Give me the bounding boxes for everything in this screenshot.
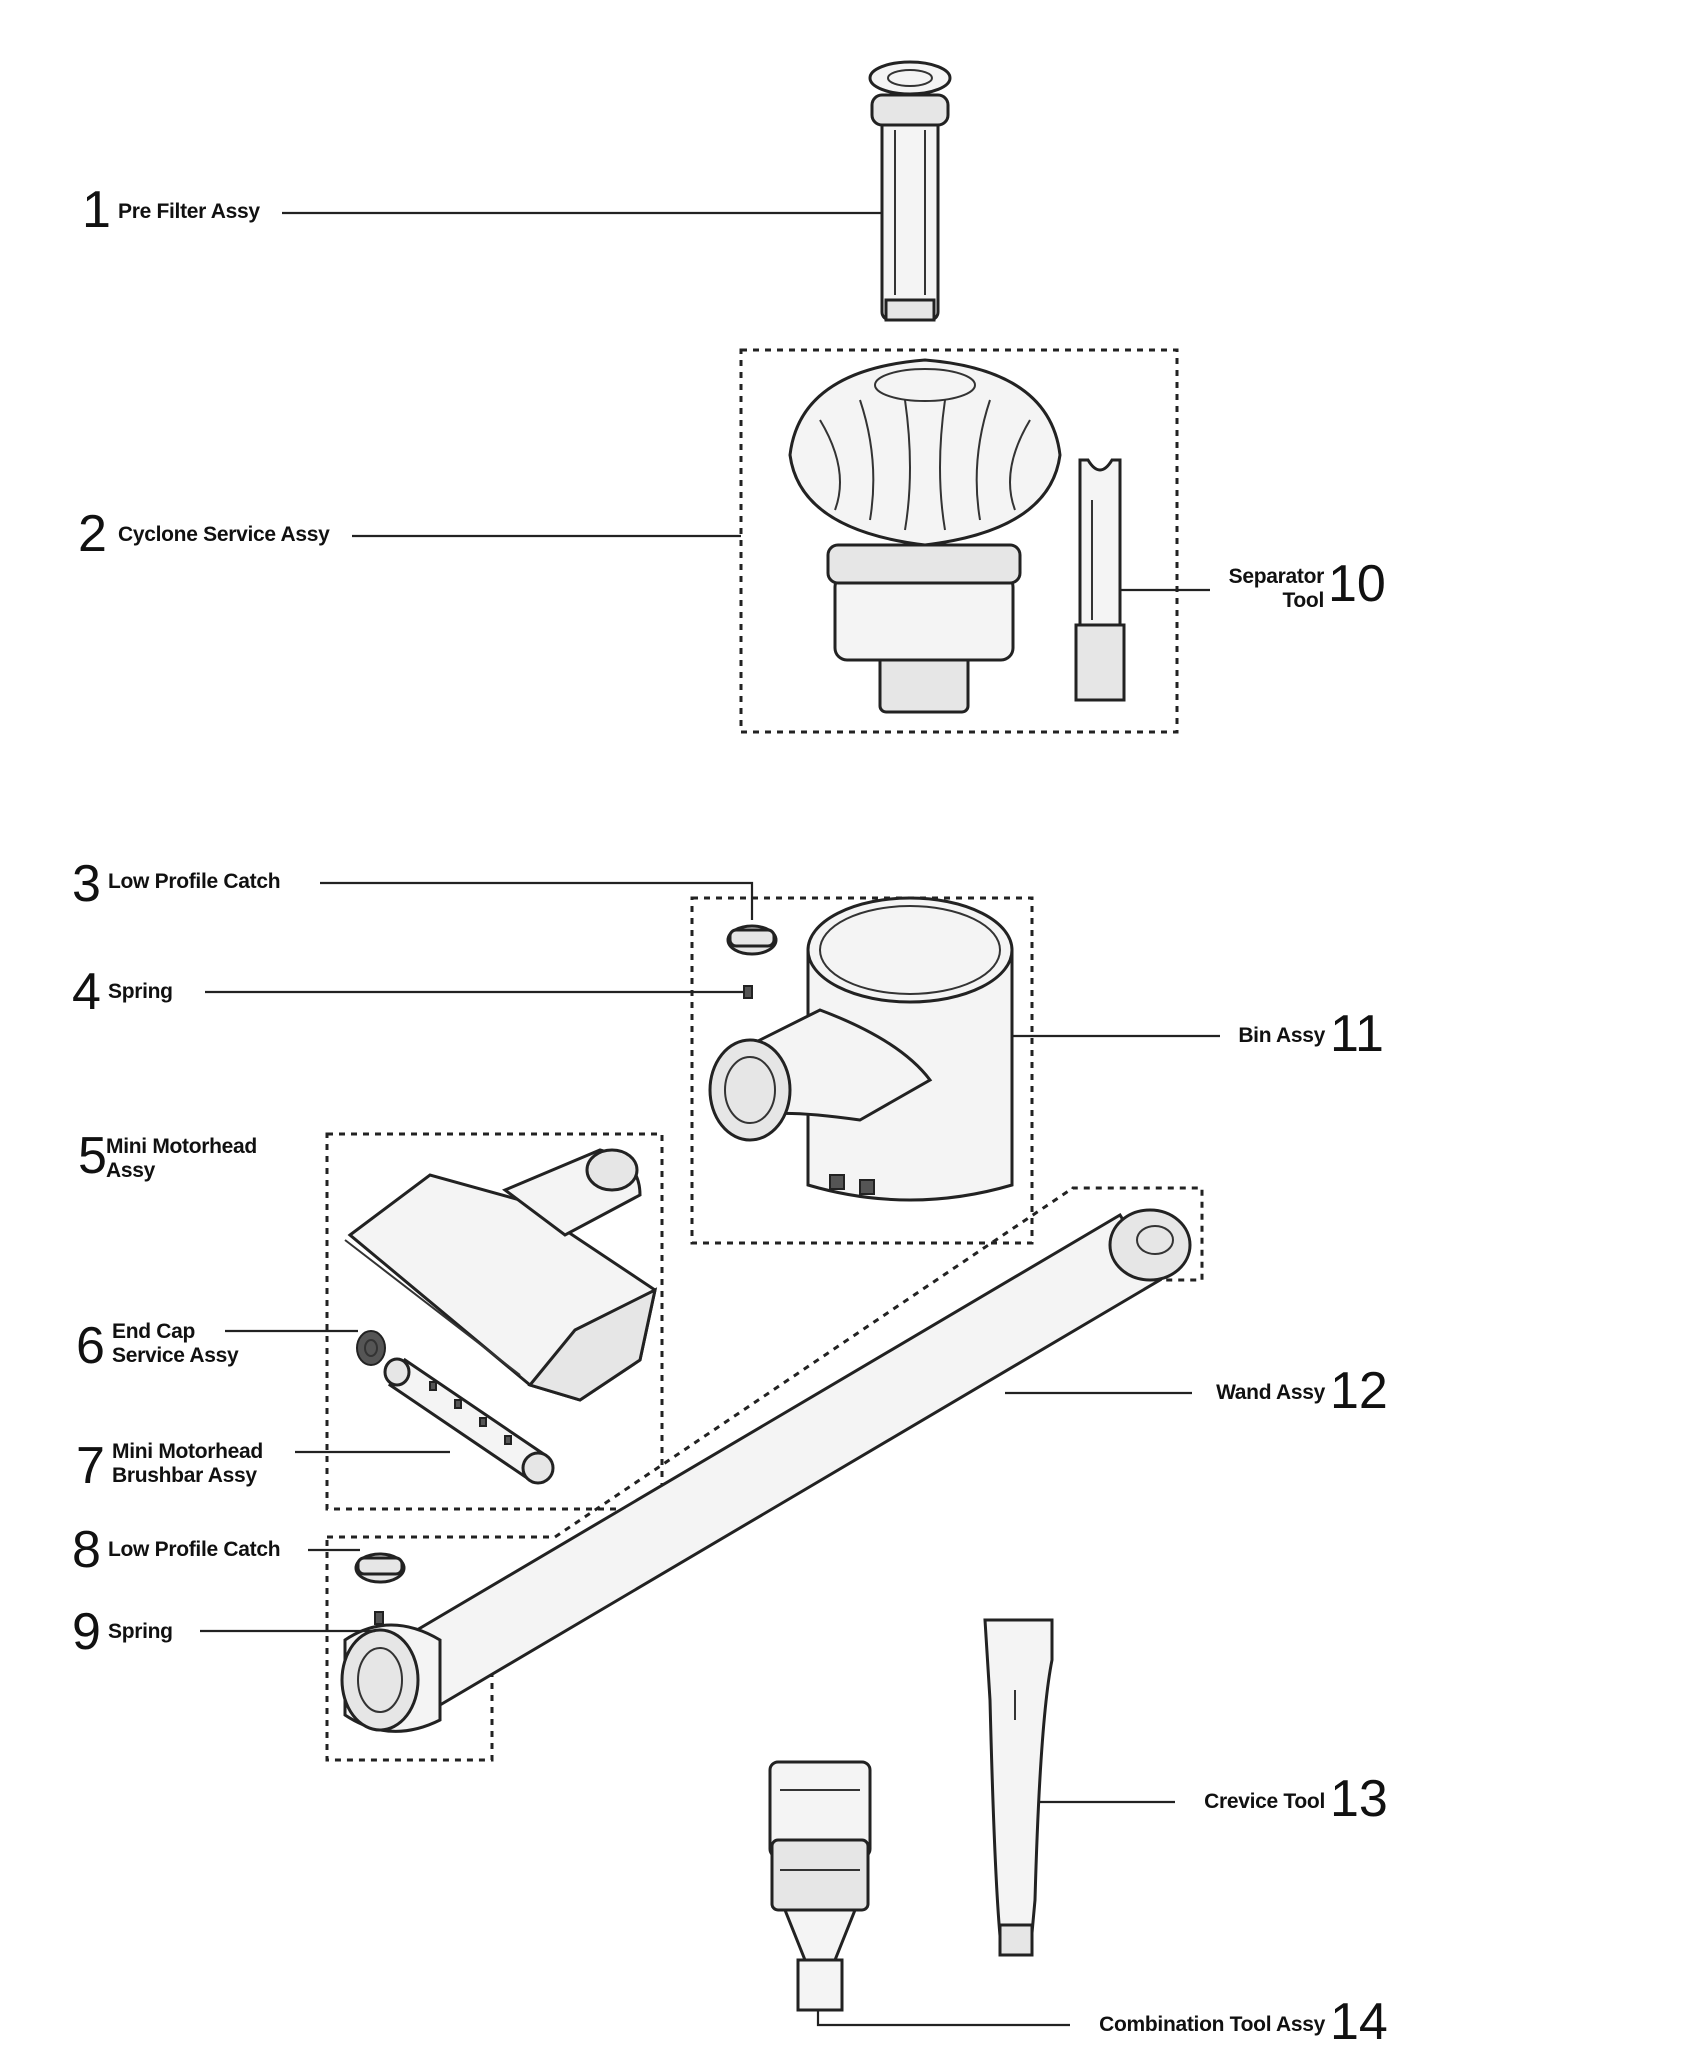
- callout-number: 13: [1330, 1770, 1388, 1828]
- callout-label: Combination Tool Assy: [1099, 2013, 1325, 2036]
- callout-label: Mini Motorhead Assy: [106, 1135, 257, 1182]
- callout-label: Cyclone Service Assy: [118, 523, 330, 546]
- leader-3: [320, 881, 754, 920]
- callout-number: 3: [72, 855, 101, 913]
- brushbar-part: [383, 1357, 555, 1485]
- callout-label: Spring: [108, 980, 173, 1003]
- callout-number: 5: [78, 1127, 107, 1185]
- low-profile-catch-part-bottom: [354, 1552, 406, 1584]
- wand-part: [340, 1208, 1192, 1733]
- callout-label: Separator Tool: [1212, 565, 1325, 612]
- callout-label: Spring: [108, 1620, 173, 1643]
- callout-label: Crevice Tool: [1204, 1790, 1325, 1813]
- label-line-2: Tool: [1282, 588, 1324, 612]
- label-line-1: End Cap: [112, 1320, 196, 1343]
- callout-number: 7: [76, 1437, 105, 1495]
- label-line-1: Separator: [1228, 565, 1325, 588]
- callout-label: Low Profile Catch: [108, 1538, 281, 1561]
- low-profile-catch-part-top: [726, 924, 778, 956]
- callout-number: 9: [72, 1603, 101, 1661]
- callout-number: 11: [1330, 1005, 1384, 1063]
- callout-label: Bin Assy: [1238, 1024, 1325, 1047]
- pre-filter-part: [868, 60, 952, 322]
- spring-part-top: [743, 985, 753, 999]
- separator-tool-part: [1074, 458, 1126, 702]
- callout-label: Pre Filter Assy: [118, 200, 260, 223]
- bin-group-outline: [690, 896, 1034, 1245]
- label-line-2: Assy: [106, 1158, 156, 1182]
- callout-number: 8: [72, 1521, 101, 1579]
- callout-label: Low Profile Catch: [108, 870, 281, 893]
- callout-label: End Cap Service Assy: [112, 1320, 239, 1367]
- bin-part: [708, 896, 1014, 1202]
- callout-number: 4: [72, 963, 101, 1021]
- label-line-2: Service Assy: [112, 1343, 239, 1367]
- mini-motorhead-part: [344, 1148, 658, 1402]
- crevice-tool-part: [983, 1618, 1054, 1957]
- label-line-1: Mini Motorhead: [106, 1135, 257, 1158]
- motorhead-group-outline: [325, 1132, 664, 1511]
- callout-number: 10: [1328, 555, 1386, 613]
- label-line-1: Mini Motorhead: [112, 1440, 263, 1463]
- callout-number: 2: [78, 505, 107, 563]
- leader-14: [816, 2010, 1070, 2027]
- callout-label: Wand Assy: [1216, 1381, 1325, 1404]
- wand-group-outline: [325, 1186, 1204, 1762]
- callout-label: Mini Motorhead Brushbar Assy: [112, 1440, 263, 1487]
- callout-number: 14: [1330, 1993, 1388, 2051]
- end-cap-part: [356, 1330, 386, 1366]
- spring-part-bottom: [374, 1611, 384, 1625]
- callout-number: 1: [82, 181, 111, 239]
- callout-number: 6: [76, 1317, 105, 1375]
- combination-tool-part: [768, 1760, 872, 2012]
- cyclone-group-outline: [739, 348, 1179, 734]
- cyclone-part: [788, 358, 1062, 714]
- label-line-2: Brushbar Assy: [112, 1463, 257, 1487]
- callout-number: 12: [1330, 1362, 1388, 1420]
